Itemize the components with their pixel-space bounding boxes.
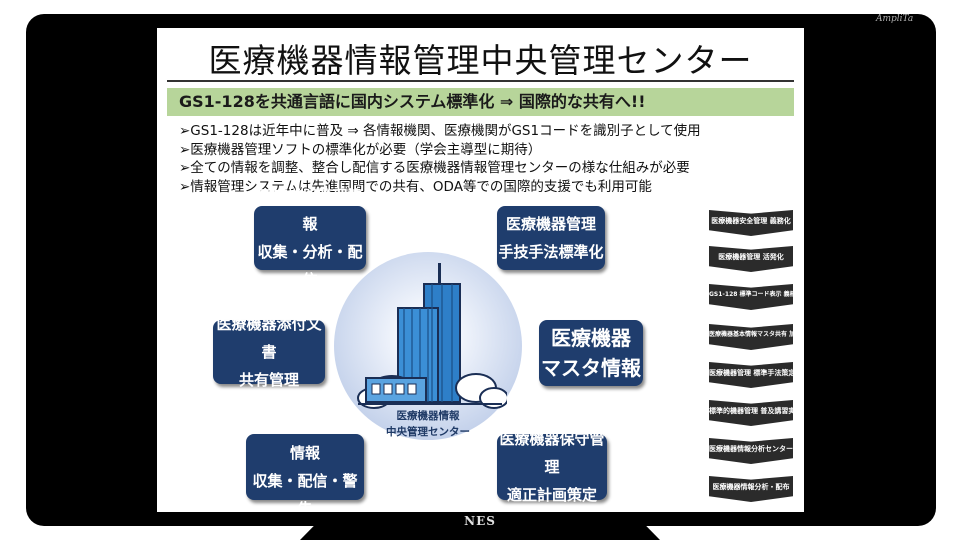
box-line: 医療機器不具合情報 bbox=[252, 416, 358, 462]
step-item: 医療機器情報分析センター設置 bbox=[709, 438, 793, 464]
step-label: 標準的機器管理 普及講習実施 bbox=[709, 407, 803, 415]
box-line: 手技手法標準化 bbox=[498, 243, 604, 261]
box-line: 医療機器管理 bbox=[505, 215, 596, 233]
box-master-info: 医療機器 マスタ情報 bbox=[539, 320, 643, 386]
box-line: 収集・分析・配信 bbox=[257, 243, 363, 289]
monitor-stand bbox=[300, 518, 660, 540]
slide-title: 医療機器情報管理中央管理センター bbox=[208, 41, 753, 80]
corner-tag: AmpliTa bbox=[876, 14, 914, 24]
box-line: 共有管理 bbox=[238, 371, 299, 389]
bullet-item: ➢GS1-128は近年中に普及 ⇒ 各情報機関、医療機関がGS1コードを識別子と… bbox=[179, 123, 701, 139]
banner: GS1-128を共通言語に国内システム標準化 ⇒ 国際的な共有へ!! bbox=[167, 88, 794, 116]
building-icon bbox=[357, 263, 507, 409]
step-label: 医療機器管理 活発化 bbox=[718, 253, 784, 261]
box-line: 収集・配信・警告 bbox=[252, 472, 358, 512]
bullet-item: ➢情報管理システムは先進国間での共有、ODA等での国際的支援でも利用可能 bbox=[179, 178, 652, 195]
box-line: 適正計画策定 bbox=[506, 486, 597, 504]
step-item: 医療機器安全管理 義務化 bbox=[709, 210, 793, 236]
footer-label: NES bbox=[464, 514, 496, 528]
box-line: 医療機器 bbox=[551, 326, 631, 350]
title-rule bbox=[167, 80, 794, 82]
step-label: 医療機器管理 標準手法策定 bbox=[709, 369, 796, 377]
center-label: 医療機器情報 中央管理センター bbox=[334, 408, 522, 440]
bullet-item: ➢全ての情報を調整、整合し配信する医療機器情報管理センターの様な仕組みが必要 bbox=[179, 160, 690, 176]
box-line: 医療機器管理情報 bbox=[257, 187, 363, 233]
box-technique-standardization: 医療機器管理 手技手法標準化 bbox=[497, 206, 605, 270]
box-line: 医療機器保守管理 bbox=[499, 430, 605, 476]
step-item: 標準的機器管理 普及講習実施 bbox=[709, 400, 793, 426]
box-package-insert: 医療機器添付文書 共有管理 bbox=[213, 315, 325, 389]
step-label: 医療機器安全管理 義務化 bbox=[711, 217, 791, 225]
box-management-info: 医療機器管理情報 収集・分析・配信 bbox=[254, 187, 366, 289]
step-label: GS1-128 標準コード表示 義務化 bbox=[709, 291, 802, 298]
bullet-item: ➢医療機器管理ソフトの標準化が必要（学会主導型に期待） bbox=[179, 141, 542, 158]
step-item: 医療機器管理 活発化 bbox=[709, 246, 793, 272]
step-item: 医療機器情報分析・配布 bbox=[709, 476, 793, 502]
box-defect-info: 医療機器不具合情報 収集・配信・警告 bbox=[246, 416, 364, 512]
center-label-line: 医療機器情報 bbox=[396, 410, 460, 422]
step-item: GS1-128 標準コード表示 義務化 bbox=[709, 284, 793, 310]
bullet-list: ➢GS1-128は近年中に普及 ⇒ 各情報機関、医療機関がGS1コードを識別子と… bbox=[179, 122, 799, 196]
step-item: 医療機器基本情報マスタ共有 加速 bbox=[709, 324, 793, 350]
step-label: 医療機器基本情報マスタ共有 加速 bbox=[709, 331, 802, 338]
box-line: 医療機器添付文書 bbox=[216, 315, 322, 361]
step-item: 医療機器管理 標準手法策定 bbox=[709, 362, 793, 388]
slide: 医療機器情報管理中央管理センター GS1-128を共通言語に国内システム標準化 … bbox=[157, 28, 804, 512]
box-line: マスタ情報 bbox=[541, 356, 641, 380]
center-label-line: 中央管理センター bbox=[386, 426, 470, 438]
step-label: 医療機器情報分析センター設置 bbox=[709, 445, 804, 453]
step-label: 医療機器情報分析・配布 bbox=[712, 483, 790, 491]
box-maintenance: 医療機器保守管理 適正計画策定 bbox=[497, 430, 607, 504]
